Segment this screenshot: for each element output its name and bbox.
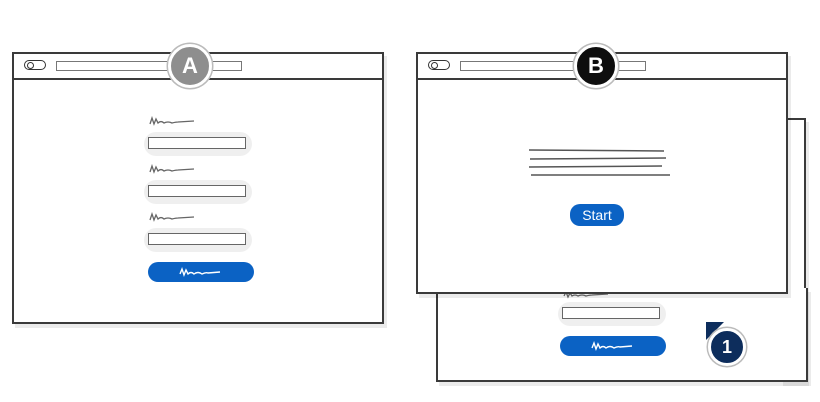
button-label-scribble — [179, 266, 221, 278]
input-wrapper-4 — [558, 302, 666, 326]
label-badge-a: A — [168, 44, 212, 88]
browser-window-b: Start — [416, 52, 788, 294]
text-field-1[interactable] — [148, 137, 246, 149]
field-label-scribble-1 — [149, 116, 195, 126]
address-bar-a[interactable] — [56, 61, 242, 71]
label-badge-b: B — [574, 44, 618, 88]
browser-window-a — [12, 52, 384, 324]
text-field-3[interactable] — [148, 233, 246, 245]
field-label-scribble-2 — [149, 164, 195, 174]
start-button[interactable]: Start — [570, 204, 624, 226]
back-toggle-icon[interactable] — [428, 60, 450, 70]
field-label-scribble-4 — [563, 290, 609, 299]
text-field-4[interactable] — [562, 307, 660, 319]
submit-button-a[interactable] — [148, 262, 254, 282]
input-wrapper-2 — [144, 180, 252, 204]
text-placeholder-lines — [528, 149, 670, 176]
address-bar-b[interactable] — [460, 61, 646, 71]
field-label-scribble-3 — [149, 212, 195, 222]
input-wrapper-3 — [144, 228, 252, 252]
back-toggle-icon[interactable] — [24, 60, 46, 70]
submit-button-stacked[interactable] — [560, 336, 666, 356]
stacked-page-1 — [436, 288, 808, 382]
text-field-2[interactable] — [148, 185, 246, 197]
button-label-scribble-2 — [591, 340, 633, 352]
input-wrapper-1 — [144, 132, 252, 156]
step-badge-1: 1 — [708, 328, 746, 366]
